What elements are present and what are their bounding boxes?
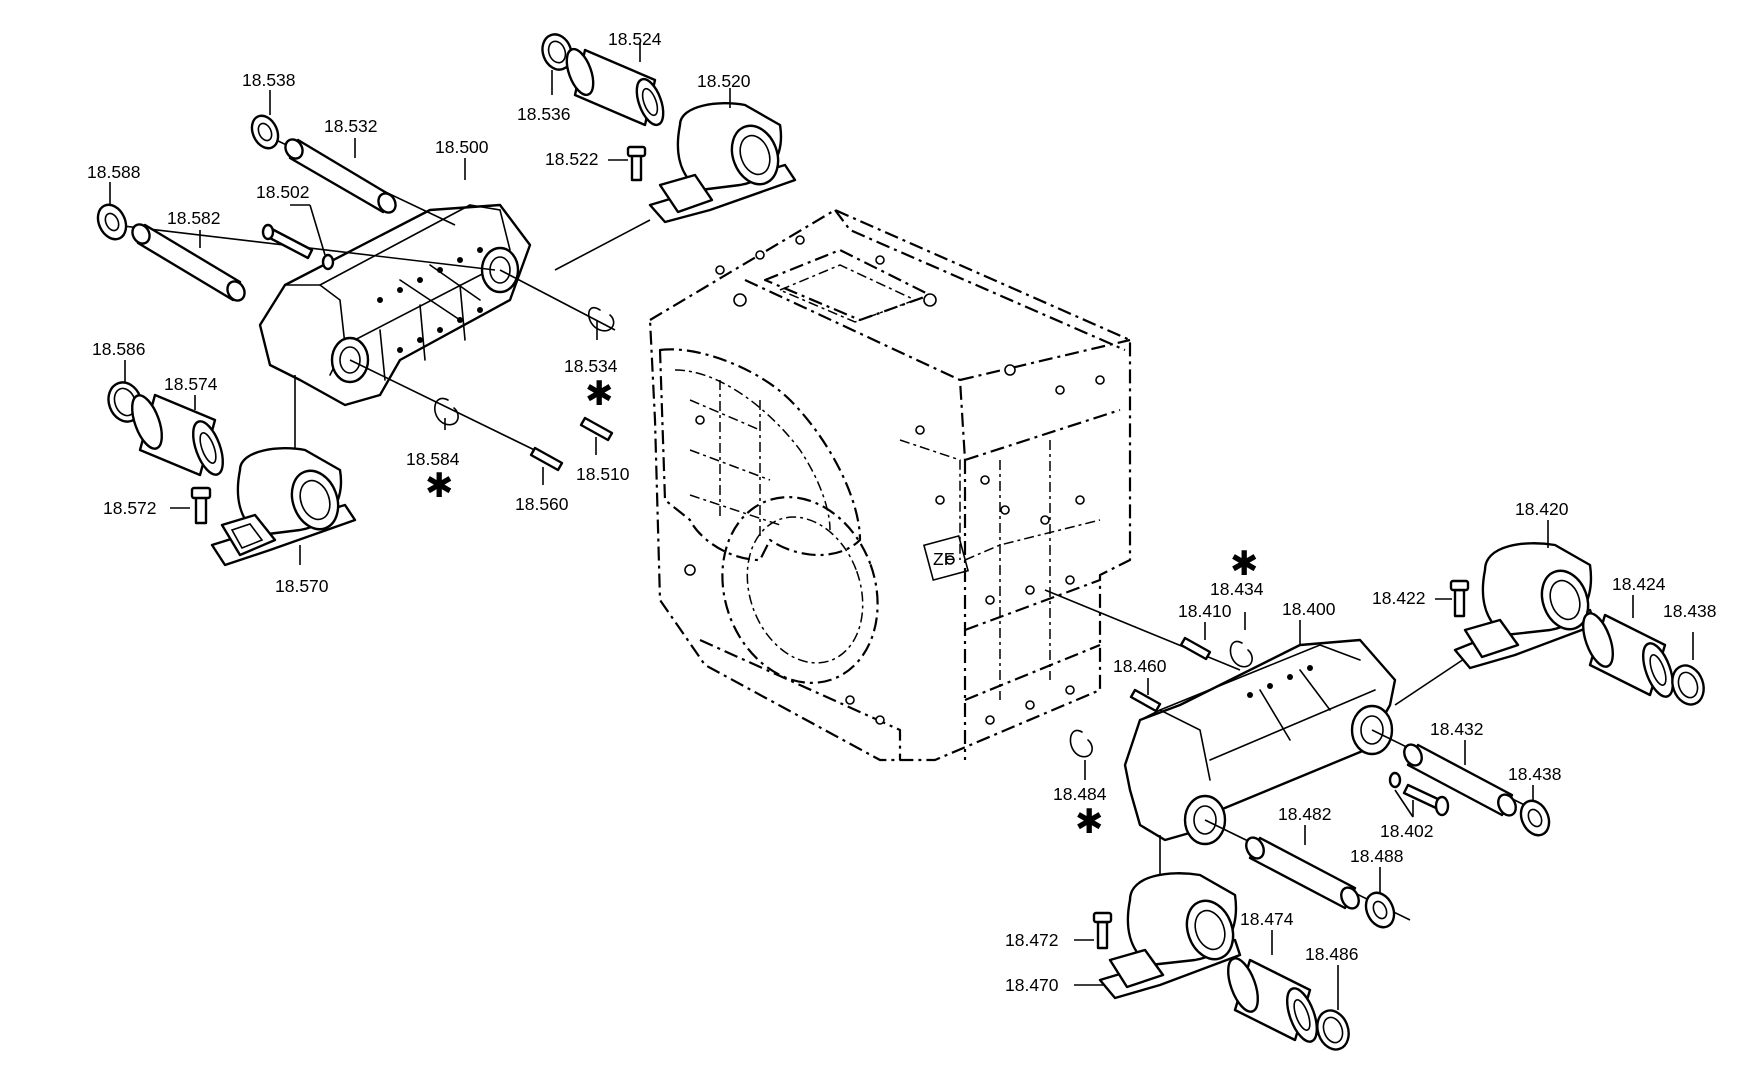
asterisk-marker-18-534: ✱	[585, 374, 614, 414]
circlip-18-434	[1229, 640, 1253, 668]
label-18-486: 18.486	[1305, 944, 1359, 964]
label-18-402: 18.402	[1380, 821, 1434, 841]
label-18-460: 18.460	[1113, 656, 1167, 676]
label-18-560: 18.560	[515, 494, 569, 514]
label-18-422: 18.422	[1372, 588, 1426, 608]
pin-18-532	[284, 138, 397, 214]
seal-ring-18-486	[1316, 1009, 1350, 1051]
label-18-472: 18.472	[1005, 930, 1059, 950]
bearing-block-18-570	[210, 447, 357, 567]
circlip-18-534	[587, 306, 615, 332]
roll-pin-18-460	[1129, 688, 1162, 713]
svg-text:ZF: ZF	[933, 549, 954, 569]
roll-pin-18-510	[579, 416, 614, 442]
zf-logo-icon: ZF	[922, 534, 970, 582]
seal-ring-18-536	[541, 33, 573, 71]
label-18-520: 18.520	[697, 71, 751, 91]
bolt-18-472	[1092, 911, 1113, 950]
label-18-434: 18.434	[1210, 579, 1264, 599]
bushing-18-424	[1582, 612, 1674, 698]
bushing-18-474	[1227, 957, 1318, 1043]
asterisk-markers: ✱ ✱ ✱ ✱	[425, 374, 1259, 842]
label-18-570: 18.570	[275, 576, 329, 596]
label-18-502: 18.502	[256, 182, 310, 202]
bracket-18-400	[1123, 638, 1397, 846]
roll-pin-18-560	[529, 446, 564, 472]
asterisk-marker-18-434: ✱	[1230, 544, 1259, 584]
label-18-588: 18.588	[87, 162, 141, 182]
bracket-18-400-holes	[1247, 665, 1313, 698]
callout-labels: 18.524 18.520 18.536 18.522 18.538 18.53…	[87, 29, 1717, 995]
leader-lines	[109, 42, 1694, 1010]
bolt-18-572	[190, 486, 212, 525]
label-18-582: 18.582	[167, 208, 221, 228]
label-18-482: 18.482	[1278, 804, 1332, 824]
label-18-572: 18.572	[103, 498, 157, 518]
label-18-432: 18.432	[1430, 719, 1484, 739]
label-18-438-lower: 18.438	[1508, 764, 1562, 784]
asterisk-marker-18-484: ✱	[1075, 802, 1104, 842]
asterisk-marker-18-584: ✱	[425, 466, 454, 506]
label-18-586: 18.586	[92, 339, 146, 359]
seal-ring-18-588	[96, 203, 128, 241]
bolt-18-522	[626, 145, 647, 182]
bolt-18-422	[1449, 579, 1470, 618]
roll-pin-18-410	[1179, 636, 1212, 661]
bolt-18-402	[1388, 771, 1450, 817]
bracket-18-500	[258, 203, 532, 407]
label-18-438-upper: 18.438	[1663, 601, 1717, 621]
bracket-bolt-holes	[377, 247, 483, 353]
pin-18-482	[1245, 836, 1360, 910]
label-18-538: 18.538	[242, 70, 296, 90]
pin-18-582	[131, 223, 246, 302]
bearing-block-18-420	[1453, 542, 1597, 670]
bearing-block-18-520	[648, 102, 797, 224]
label-18-488: 18.488	[1350, 846, 1404, 866]
housing-holes	[684, 235, 1105, 725]
label-18-424: 18.424	[1612, 574, 1666, 594]
label-18-474: 18.474	[1240, 909, 1294, 929]
label-18-500: 18.500	[435, 137, 489, 157]
circlip-18-484	[1069, 729, 1093, 758]
seal-ring-18-438-lower	[1519, 799, 1551, 837]
bolt-18-502	[261, 223, 335, 271]
label-18-484: 18.484	[1053, 784, 1107, 804]
seal-ring-18-438-upper	[1671, 664, 1705, 706]
pin-18-432	[1403, 743, 1517, 817]
label-18-522: 18.522	[545, 149, 599, 169]
label-18-410: 18.410	[1178, 601, 1232, 621]
label-18-420: 18.420	[1515, 499, 1569, 519]
seal-ring-18-488	[1364, 891, 1396, 929]
label-18-536: 18.536	[517, 104, 571, 124]
label-18-524: 18.524	[608, 29, 662, 49]
bushing-18-524	[565, 47, 665, 127]
bearing-block-18-470	[1098, 872, 1242, 1000]
gearbox-housing: ZF	[648, 208, 1132, 762]
label-18-534: 18.534	[564, 356, 618, 376]
label-18-400: 18.400	[1282, 599, 1336, 619]
label-18-470: 18.470	[1005, 975, 1059, 995]
seal-ring-18-538	[250, 114, 280, 150]
bushing-18-574	[131, 393, 224, 477]
label-18-584: 18.584	[406, 449, 460, 469]
label-18-510: 18.510	[576, 464, 630, 484]
label-18-574: 18.574	[164, 374, 218, 394]
label-18-532: 18.532	[324, 116, 378, 136]
